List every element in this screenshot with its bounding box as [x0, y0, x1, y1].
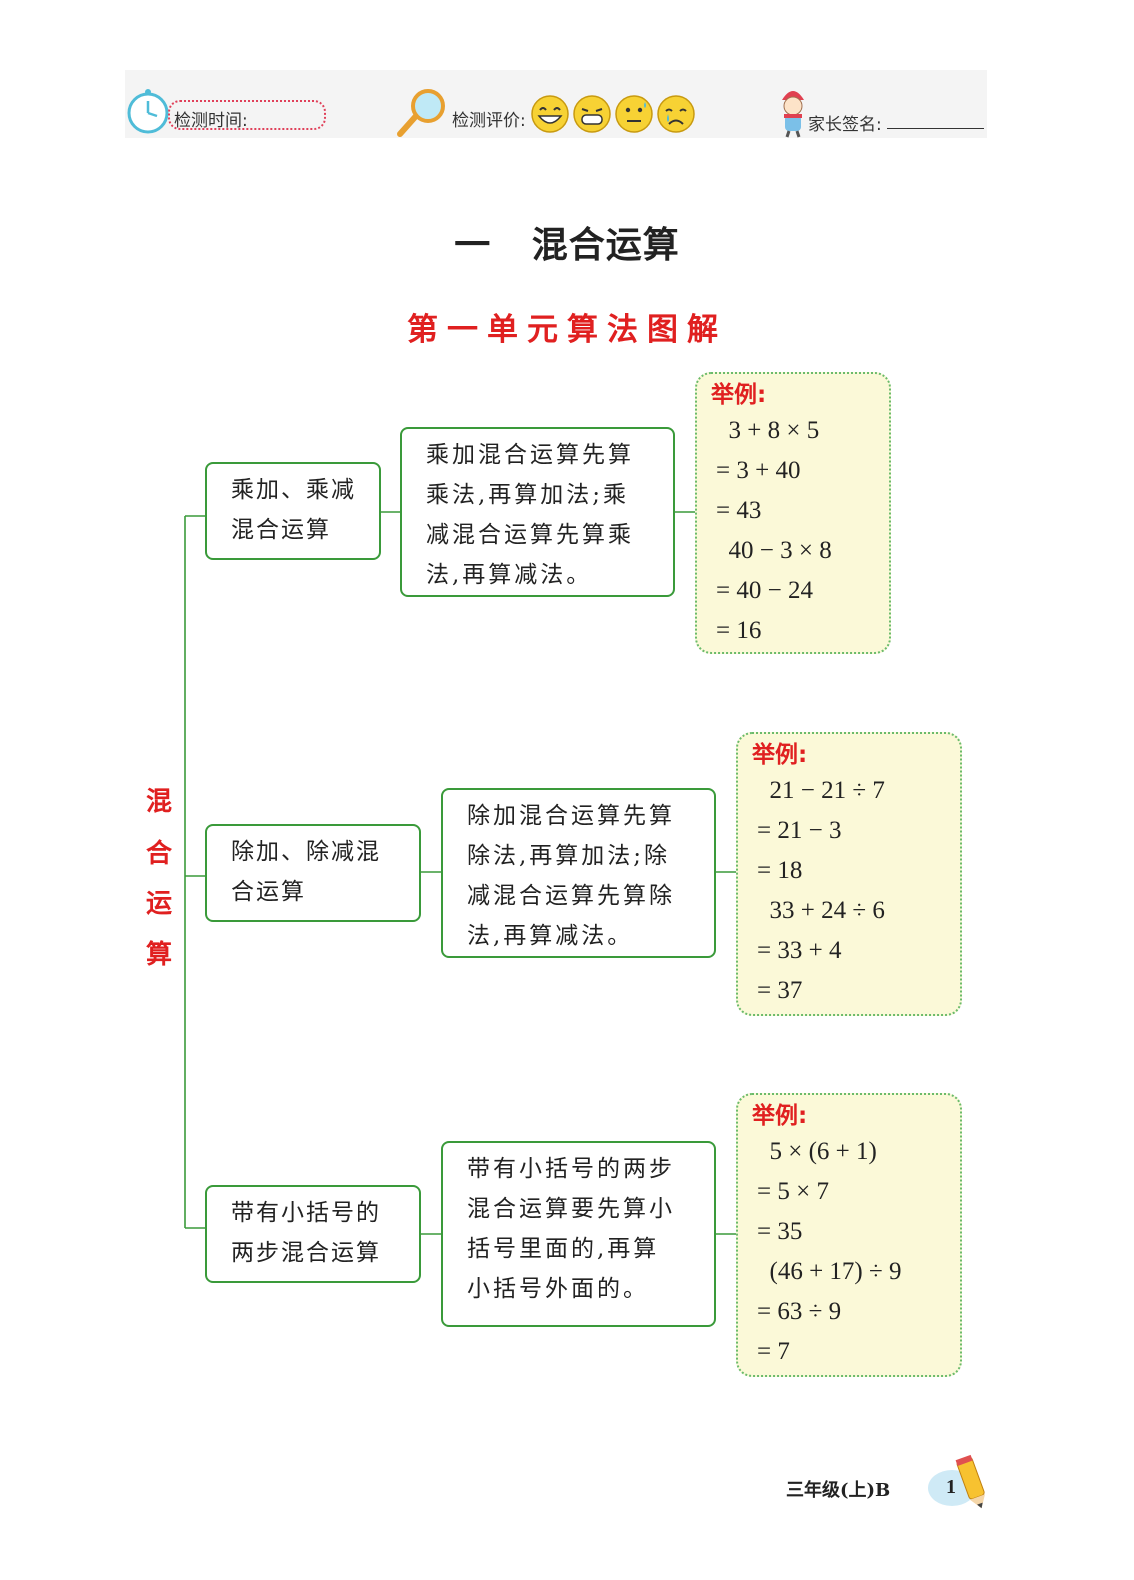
example-line: = 35 [757, 1218, 803, 1245]
neutral-face-icon [615, 95, 653, 133]
signature-line[interactable] [887, 128, 984, 129]
time-label: 检测时间: [174, 111, 248, 131]
example-line: 3 + 8 × 5 [716, 417, 820, 444]
rule-line: 减混合运算先算乘 [426, 522, 634, 548]
clock-icon [127, 89, 169, 134]
root-char: 混 [145, 787, 172, 817]
example-box: 举例: 3 + 8 × 5 = 3 + 40 = 43 40 − 3 × 8 =… [695, 372, 891, 654]
example-line: 40 − 3 × 8 [716, 537, 832, 564]
example-line: = 5 × 7 [757, 1178, 829, 1205]
chapter-title: 一 混合运算 [454, 225, 680, 266]
rule-line: 小括号外面的。 [467, 1276, 649, 1302]
example-line: = 40 − 24 [716, 577, 813, 604]
example-line: = 18 [757, 857, 803, 884]
rating-label: 检测评价: [452, 111, 526, 131]
rule-line: 法,再算减法。 [467, 923, 634, 949]
time-field[interactable] [168, 100, 326, 130]
example-line: = 37 [757, 977, 803, 1004]
branch-name-line: 两步混合运算 [231, 1240, 381, 1266]
example-label: 举例: [752, 742, 808, 768]
example-box: 举例: 21 − 21 ÷ 7 = 21 − 3 = 18 33 + 24 ÷ … [736, 732, 962, 1016]
crying-face-icon [657, 95, 695, 133]
example-box: 举例: 5 × (6 + 1) = 5 × 7 = 35 (46 + 17) ÷… [736, 1093, 962, 1377]
laughing-face-icon [531, 95, 569, 133]
root-char: 合 [145, 839, 172, 869]
rule-line: 除法,再算加法;除 [467, 843, 671, 869]
rule-description-box: 乘加混合运算先算 乘法,再算加法;乘 减混合运算先算乘 法,再算减法。 [400, 427, 675, 597]
rule-line: 减混合运算先算除 [467, 883, 675, 909]
signature-label: 家长签名: [808, 115, 882, 135]
branch-name-line: 除加、除减混 [231, 839, 381, 865]
example-line: = 21 − 3 [757, 817, 842, 844]
example-line: = 3 + 40 [716, 457, 801, 484]
branch-name-line: 合运算 [231, 879, 306, 905]
rating-faces[interactable] [530, 94, 698, 134]
example-line: = 7 [757, 1338, 790, 1365]
rule-line: 带有小括号的两步 [467, 1156, 675, 1182]
rule-line: 括号里面的,再算 [467, 1236, 660, 1262]
rule-line: 法,再算减法。 [426, 562, 593, 588]
rule-line: 乘法,再算加法;乘 [426, 482, 630, 508]
section-title: 第一单元算法图解 [407, 312, 727, 348]
branch-name-line: 带有小括号的 [231, 1200, 381, 1226]
example-line: 5 × (6 + 1) [757, 1138, 877, 1165]
rule-description-box: 除加混合运算先算 除法,再算加法;除 减混合运算先算除 法,再算减法。 [441, 788, 716, 958]
example-line: = 63 ÷ 9 [757, 1298, 842, 1325]
branch-name-box: 除加、除减混 合运算 [205, 824, 421, 922]
example-label: 举例: [711, 382, 767, 408]
example-line: 21 − 21 ÷ 7 [757, 777, 885, 804]
example-line: = 43 [716, 497, 762, 524]
branch-name-line: 混合运算 [231, 517, 331, 543]
rule-description-box: 带有小括号的两步 混合运算要先算小 括号里面的,再算 小括号外面的。 [441, 1141, 716, 1327]
rule-line: 乘加混合运算先算 [426, 442, 634, 468]
example-line: = 16 [716, 617, 762, 644]
root-char: 算 [145, 940, 172, 970]
example-label: 举例: [752, 1103, 808, 1129]
page-number: 1 [946, 1476, 956, 1498]
rule-line: 混合运算要先算小 [467, 1196, 675, 1222]
branch-name-line: 乘加、乘减 [231, 477, 356, 503]
root-char: 运 [145, 889, 172, 919]
example-line: (46 + 17) ÷ 9 [757, 1258, 902, 1285]
grade-label: 三年级(上)B [786, 1480, 891, 1501]
pencil-mascot-icon [928, 1454, 985, 1509]
magnifier-icon [397, 89, 445, 137]
example-line: 33 + 24 ÷ 6 [757, 897, 885, 924]
example-line: = 33 + 4 [757, 937, 842, 964]
rule-line: 除加混合运算先算 [467, 803, 675, 829]
branch-name-box: 带有小括号的 两步混合运算 [205, 1185, 421, 1283]
branch-name-box: 乘加、乘减 混合运算 [205, 462, 381, 560]
grinning-face-icon [573, 95, 611, 133]
child-icon [782, 91, 804, 138]
